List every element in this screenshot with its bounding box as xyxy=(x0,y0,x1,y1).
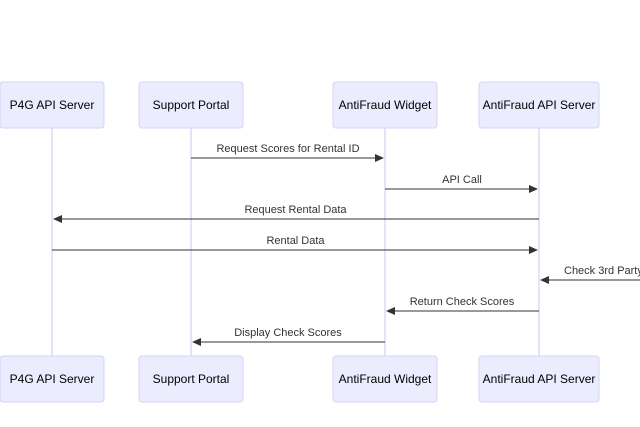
message-2: API Call xyxy=(385,174,538,193)
actors-bottom: P4G API Server Support Portal AntiFraud Wi… xyxy=(0,355,600,403)
actor-afapi-bottom: AntiFraud API Server xyxy=(478,355,600,403)
actor-widget-top: AntiFraud Widget xyxy=(332,81,438,129)
actor-box xyxy=(332,81,438,129)
arrowhead-icon xyxy=(529,246,538,254)
message-label: Request Rental Data xyxy=(244,204,347,216)
actor-label: AntiFraud Widget xyxy=(339,372,432,386)
arrowhead-icon xyxy=(386,307,395,315)
actor-afapi-top: AntiFraud API Server xyxy=(478,81,600,129)
actor-box xyxy=(138,355,244,403)
actor-box xyxy=(478,81,600,129)
message-label: API Call xyxy=(442,174,482,186)
message-label: Display Check Scores xyxy=(234,327,342,339)
message-label: Check 3rd Party xyxy=(564,265,640,277)
actor-widget-bottom: AntiFraud Widget xyxy=(332,355,438,403)
actor-label: P4G API Server xyxy=(10,372,95,386)
arrowhead-icon xyxy=(529,185,538,193)
message-label: Request Scores for Rental ID xyxy=(216,143,359,155)
actor-label: AntiFraud API Server xyxy=(483,372,596,386)
lifelines xyxy=(51,128,540,356)
actor-p4g-bottom: P4G API Server xyxy=(0,355,105,403)
message-1: Request Scores for Rental ID xyxy=(191,143,384,162)
message-7: Display Check Scores xyxy=(192,327,385,346)
message-label: Return Check Scores xyxy=(410,296,515,308)
message-4: Rental Data xyxy=(52,235,538,254)
messages: Request Scores for Rental ID API CallRequ… xyxy=(52,143,640,346)
arrowhead-icon xyxy=(540,276,549,284)
actor-label: P4G API Server xyxy=(10,98,95,112)
actor-box xyxy=(332,355,438,403)
arrowhead-icon xyxy=(53,215,62,223)
actor-box xyxy=(0,355,105,403)
actor-portal-bottom: Support Portal xyxy=(138,355,244,403)
message-6: Return Check Scores xyxy=(386,296,539,315)
actor-box xyxy=(478,355,600,403)
message-3: Request Rental Data xyxy=(53,204,539,223)
message-label: Rental Data xyxy=(266,235,325,247)
actor-label: Support Portal xyxy=(153,372,230,386)
actor-box xyxy=(138,81,244,129)
arrowhead-icon xyxy=(375,154,384,162)
message-5: Check 3rd Party xyxy=(540,265,640,284)
actor-box xyxy=(0,81,105,129)
actor-label: Support Portal xyxy=(153,98,230,112)
actor-label: AntiFraud API Server xyxy=(483,98,596,112)
actor-portal-top: Support Portal xyxy=(138,81,244,129)
arrowhead-icon xyxy=(192,338,201,346)
actors-top: P4G API Server Support Portal AntiFraud Wi… xyxy=(0,81,600,129)
actor-p4g-top: P4G API Server xyxy=(0,81,105,129)
actor-label: AntiFraud Widget xyxy=(339,98,432,112)
